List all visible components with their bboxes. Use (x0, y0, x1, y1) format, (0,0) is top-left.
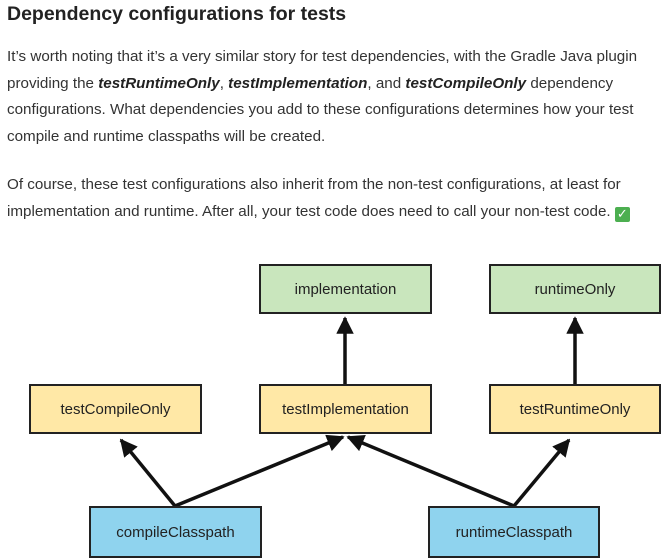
intro-paragraph: It’s worth noting that it’s a very simil… (7, 44, 663, 150)
edge-runtime-classpath-to-test-runtime-only (512, 438, 571, 508)
diagram-edges (119, 316, 584, 508)
edge-compile-classpath-to-test-implementation (174, 434, 345, 508)
node-test-runtime-only: testRuntimeOnly (489, 384, 661, 434)
config-name-test-implementation: testImplementation (228, 74, 368, 92)
node-runtime-only: runtimeOnly (489, 264, 661, 314)
node-runtime-classpath: runtimeClasspath (428, 506, 600, 558)
config-name-test-compile-only: testCompileOnly (405, 74, 527, 92)
check-mark-button-icon: ✓ (614, 206, 630, 222)
separator-text: , (219, 74, 229, 92)
node-test-compile-only: testCompileOnly (29, 384, 202, 434)
section-heading: Dependency configurations for tests (7, 3, 347, 25)
separator-text: , and (367, 74, 406, 92)
config-name-test-runtime-only: testRuntimeOnly (98, 74, 220, 92)
node-compile-classpath: compileClasspath (89, 506, 262, 558)
inheritance-paragraph: Of course, these test configurations als… (7, 172, 663, 225)
node-implementation: implementation (259, 264, 432, 314)
outro-text: dependency configurations. What dependen… (7, 74, 634, 145)
intro-text: It’s worth noting that it’s a very simil… (7, 48, 638, 92)
inheritance-text: Of course, these test configurations als… (7, 176, 621, 220)
configuration-diagram: implementation runtimeOnly testCompileOn… (0, 250, 666, 560)
node-test-implementation: testImplementation (259, 384, 432, 434)
edge-compile-classpath-to-test-compile-only (119, 438, 177, 508)
edge-runtime-classpath-to-test-implementation (346, 434, 515, 508)
